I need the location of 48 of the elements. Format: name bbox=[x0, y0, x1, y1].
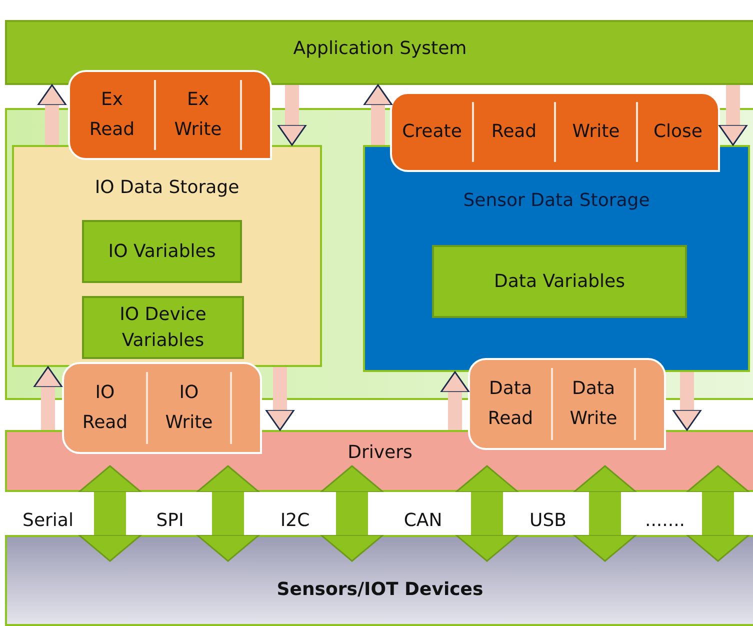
operation-tab bbox=[68, 70, 272, 160]
storage-panel bbox=[12, 145, 322, 367]
variables-box bbox=[82, 220, 242, 283]
operation-label: Create bbox=[402, 120, 462, 144]
operation-tab bbox=[468, 358, 666, 450]
arrow bbox=[718, 85, 748, 146]
box-label: IO Device Variables bbox=[118, 302, 208, 352]
operation-label: IO Read bbox=[81, 381, 129, 435]
variables-box bbox=[82, 296, 244, 359]
operation-label: Close bbox=[653, 120, 703, 144]
operation-label: Ex Read bbox=[88, 88, 136, 142]
bus-label: ....... bbox=[644, 510, 686, 532]
variables-box bbox=[432, 245, 687, 318]
bus-label: USB bbox=[530, 510, 566, 532]
arrow bbox=[37, 84, 67, 145]
arrow bbox=[672, 372, 702, 431]
bus-label: CAN bbox=[404, 510, 442, 532]
box-label: IO Variables bbox=[108, 240, 216, 264]
box-label: Data Variables bbox=[494, 270, 625, 294]
layer-title: Sensors/IOT Devices bbox=[276, 579, 484, 601]
bus-label: Serial bbox=[22, 510, 74, 532]
arrow bbox=[320, 465, 384, 562]
bus-label: I2C bbox=[280, 510, 310, 532]
layer-title: Sensor Data Storage bbox=[462, 190, 651, 212]
arrow bbox=[33, 366, 63, 430]
operation-label: Data Read bbox=[486, 377, 534, 431]
layer-title: Drivers bbox=[346, 442, 414, 464]
arrow bbox=[440, 371, 470, 430]
operation-tab bbox=[390, 92, 720, 172]
layer-title: IO Data Storage bbox=[94, 177, 240, 199]
bus-label: SPI bbox=[156, 510, 184, 532]
operation-label: Read bbox=[491, 120, 537, 144]
arrow bbox=[573, 465, 637, 562]
operation-label: Write bbox=[572, 120, 620, 144]
arrow bbox=[196, 465, 260, 562]
arrow bbox=[686, 465, 750, 562]
layer-band bbox=[5, 535, 753, 626]
arrow bbox=[455, 465, 519, 562]
arrow bbox=[277, 85, 307, 146]
operation-label: Ex Write bbox=[173, 88, 223, 142]
layer-title: Application System bbox=[292, 38, 468, 60]
arrow bbox=[78, 465, 142, 562]
layer-band bbox=[5, 20, 753, 85]
operation-label: IO Write bbox=[164, 381, 214, 435]
arrow bbox=[363, 84, 393, 145]
operation-label: Data Write bbox=[568, 377, 618, 431]
arrow bbox=[265, 367, 295, 431]
operation-tab bbox=[62, 362, 262, 454]
